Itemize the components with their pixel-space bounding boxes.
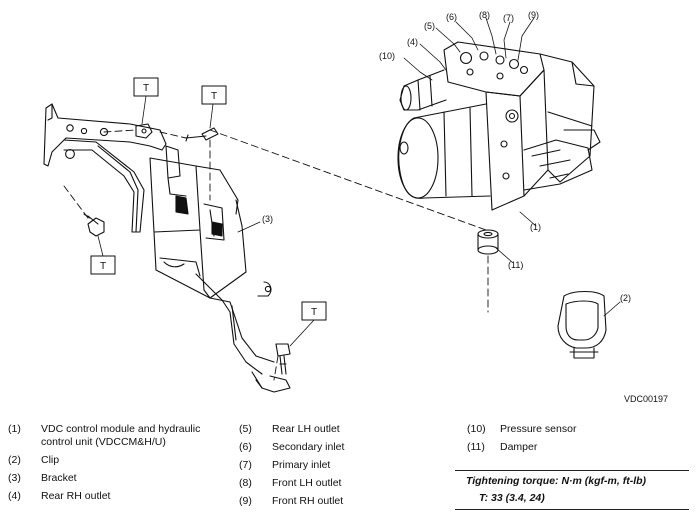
legend-text: VDC control module and hydraulic control…	[41, 423, 201, 448]
legend-number: (2)	[8, 453, 21, 466]
callout-9: (9)	[528, 10, 539, 20]
diagram-code: VDC00197	[624, 394, 669, 404]
clip	[557, 290, 607, 359]
legend-column-3: (10) Pressure sensor (11) Damper	[467, 423, 667, 459]
legend-text: Bracket	[41, 471, 77, 484]
legend-text: Clip	[41, 453, 60, 466]
callout-4: (4)	[407, 37, 418, 47]
torque-title: Tightening torque: N·m (kgf-m, ft-lb)	[466, 475, 647, 487]
legend-number: (4)	[8, 489, 21, 502]
callout-7: (7)	[503, 13, 514, 23]
torque-tag-label: T	[211, 91, 217, 102]
legend-item: (5) Rear LH outlet	[239, 423, 439, 436]
legend-text: Front RH outlet	[272, 495, 344, 508]
legend-item: (1) VDC control module and hydraulic cont…	[8, 423, 208, 448]
legend-number: (9)	[239, 495, 252, 508]
torque-tag: T	[90, 255, 116, 275]
legend-text: Primary inlet	[272, 459, 331, 472]
legend-item: (6) Secondary inlet	[239, 441, 439, 454]
callout-5: (5)	[424, 21, 435, 31]
legend-text: Secondary inlet	[272, 441, 345, 454]
torque-tag: T	[133, 77, 159, 97]
callout-8: (8)	[479, 10, 490, 20]
legend-item: (11) Damper	[467, 441, 667, 454]
damper	[477, 229, 499, 255]
torque-tag-label: T	[143, 83, 149, 94]
legend-item: (7) Primary inlet	[239, 459, 439, 472]
bracket	[43, 103, 291, 393]
legend-item: (4) Rear RH outlet	[8, 490, 208, 503]
legend-text: Rear RH outlet	[41, 489, 111, 502]
leader-lines	[97, 17, 621, 347]
legend-text: Pressure sensor	[500, 423, 577, 435]
assembly-lines	[63, 129, 489, 381]
legend-column-1: (1) VDC control module and hydraulic cont…	[8, 423, 208, 508]
callout-10: (10)	[379, 51, 395, 61]
legend-item: (10) Pressure sensor	[467, 423, 667, 436]
legend-item: (2) Clip	[8, 454, 208, 467]
vdc-hydraulic-unit	[397, 41, 601, 211]
legend-number: (11)	[467, 441, 485, 454]
legend-number: (7)	[239, 459, 252, 472]
callout-6: (6)	[446, 12, 457, 22]
legend-number: (8)	[239, 477, 252, 490]
bolt-lower	[275, 343, 291, 375]
exploded-diagram: T T T T (10) (4) (5) (6) (8) (7) (9) (3)…	[43, 10, 631, 393]
bolt-upper	[185, 127, 219, 142]
torque-tag-label: T	[311, 307, 317, 318]
torque-tag: T	[201, 85, 227, 105]
torque-tag: T	[301, 301, 327, 321]
legend-number: (6)	[239, 441, 252, 454]
legend-text: Damper	[500, 441, 538, 454]
legend-text: Front LH outlet	[272, 477, 342, 490]
legend-item: (9) Front RH outlet	[239, 495, 439, 508]
callout-11: (11)	[508, 260, 523, 270]
torque-box: Tightening torque: N·m (kgf-m, ft-lb) T:…	[455, 470, 689, 510]
torque-rule-bottom	[455, 509, 689, 510]
torque-rule-top	[455, 470, 689, 471]
legend-number: (1)	[8, 423, 21, 435]
legend-number: (5)	[239, 423, 252, 435]
callout-3: (3)	[262, 214, 273, 224]
legend-number: (3)	[8, 471, 21, 484]
torque-value: T: 33 (3.4, 24)	[479, 492, 545, 504]
legend-text: Rear LH outlet	[272, 423, 340, 435]
nut-upper	[135, 123, 153, 139]
legend-item: (8) Front LH outlet	[239, 477, 439, 490]
legend-item: (3) Bracket	[8, 472, 208, 485]
legend-number: (10)	[467, 423, 486, 435]
callout-1: (1)	[530, 222, 541, 232]
callout-2: (2)	[620, 293, 631, 303]
legend-column-2: (5) Rear LH outlet (6) Secondary inlet (7) Pr…	[239, 423, 439, 513]
torque-tag-label: T	[100, 261, 106, 272]
